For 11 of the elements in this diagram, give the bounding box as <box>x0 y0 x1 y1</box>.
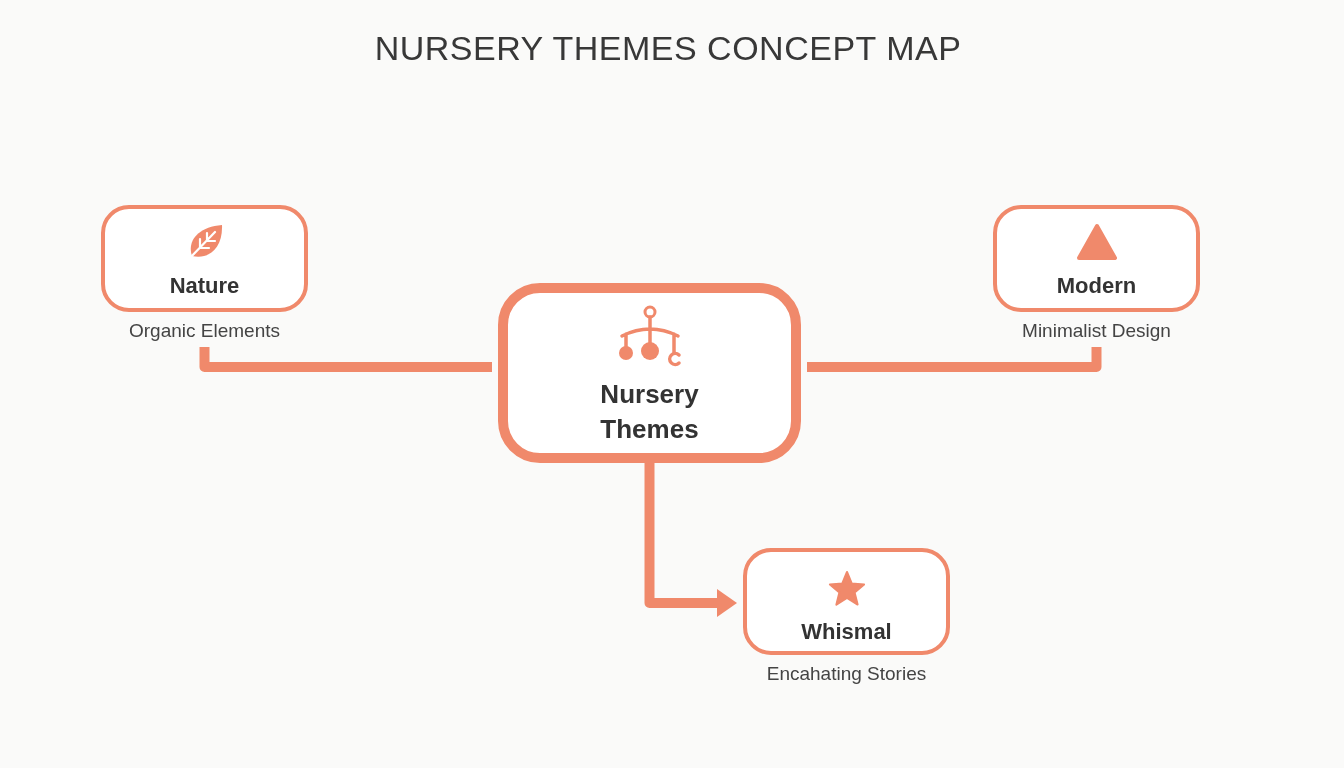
node-title: Whismal <box>801 619 892 645</box>
node-title: Nature <box>169 273 240 299</box>
node-title: Modern <box>1056 273 1137 299</box>
diagram-title: NURSERY THEMES CONCEPT MAP <box>374 28 962 68</box>
connector-line <box>807 347 1102 372</box>
node-caption: Organic Elements <box>129 319 280 343</box>
connector-line <box>199 347 492 372</box>
node-title: Nursery Themes <box>599 378 700 446</box>
node-caption: Encahating Stories <box>766 662 927 686</box>
node-caption: Minimalist Design <box>1022 319 1171 343</box>
arrow <box>644 463 737 617</box>
